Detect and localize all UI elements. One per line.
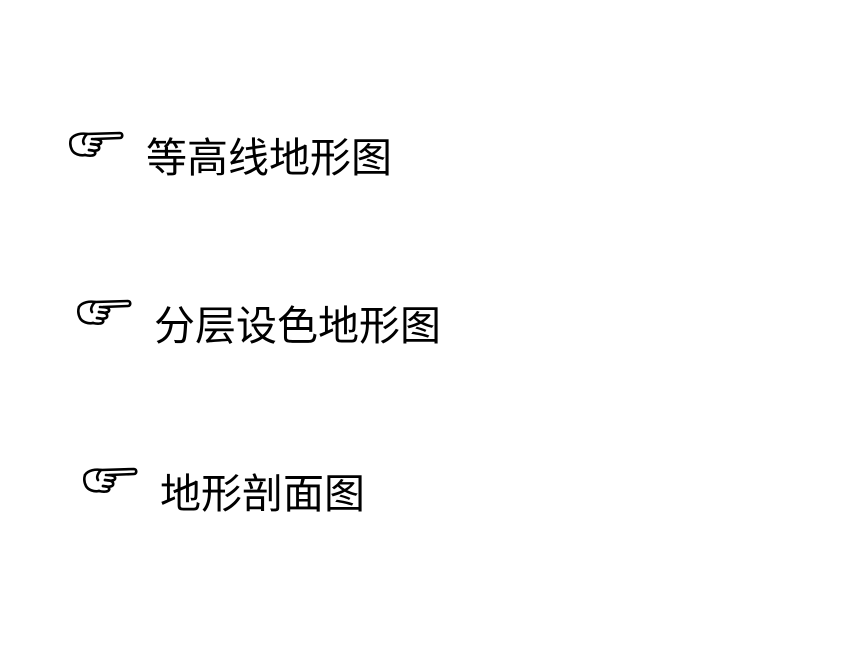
bullet-label: 分层设色地形图 [154,302,441,350]
bullet-label: 地形剖面图 [160,470,365,518]
bullet-item-terrain-profile: 地形剖面图 [82,464,365,524]
pointing-hand-icon [76,298,132,328]
bullet-item-contour-map: 等高线地形图 [68,128,392,188]
pointing-hand-icon [82,466,138,496]
bullet-label: 等高线地形图 [146,134,392,182]
bullet-item-layered-color-map: 分层设色地形图 [76,296,441,356]
pointing-hand-icon [68,130,124,160]
